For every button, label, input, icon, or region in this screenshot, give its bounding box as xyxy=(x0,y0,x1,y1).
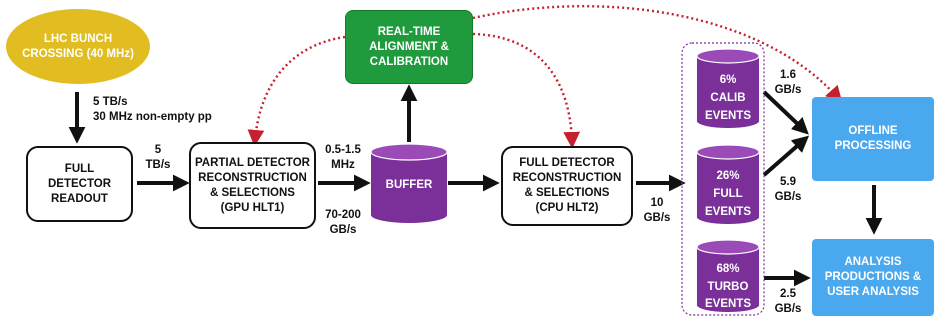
rate-turbo-stream: 2.5 GB/s xyxy=(774,288,802,315)
rate-hlt2-output: 10 GB/s xyxy=(643,197,671,224)
turbo-name: TURBO xyxy=(708,281,749,293)
stream-group-outline xyxy=(681,42,765,316)
dotted-arrow-alignment-to-hlt1 xyxy=(247,35,346,147)
rate-hlt1-frequency: 0.5-1.5 MHz xyxy=(325,144,361,171)
rate-hlt1-bandwidth: 70-200 GB/s xyxy=(325,209,361,236)
rate-readout-to-hlt1: 5 TB/s xyxy=(145,144,171,171)
full-cylinder: 26% FULL EVENTS xyxy=(696,144,760,224)
dotted-arrow-alignment-to-hlt2 xyxy=(472,32,581,149)
rate-calib-stream: 1.6 GB/s xyxy=(774,69,802,96)
rate-lhc-to-readout: 5 TB/s 30 MHz non-empty pp xyxy=(93,96,212,123)
calib-name: CALIB xyxy=(710,92,745,104)
analysis-productions-node: ANALYSIS PRODUCTIONS & USER ANALYSIS xyxy=(812,239,934,316)
full-detector-readout-node: FULL DETECTOR READOUT xyxy=(26,146,133,222)
hlt1-node: PARTIAL DETECTOR RECONSTRUCTION & SELECT… xyxy=(189,142,316,229)
full-events: EVENTS xyxy=(705,206,751,218)
lhc-bunch-crossing-node: LHC BUNCH CROSSING (40 MHz) xyxy=(6,9,150,84)
buffer-cylinder: BUFFER xyxy=(370,143,448,223)
realtime-alignment-node: REAL-TIME ALIGNMENT & CALIBRATION xyxy=(345,10,473,84)
calib-cylinder: 6% CALIB EVENTS xyxy=(696,48,760,128)
dotted-arrow-alignment-to-offline xyxy=(472,5,843,104)
arrow-full-to-offline xyxy=(762,135,810,177)
offline-processing-node: OFFLINE PROCESSING xyxy=(812,97,934,181)
arrow-calib-to-offline xyxy=(762,90,809,135)
turbo-pct: 68% xyxy=(716,263,739,275)
hlt2-node: FULL DETECTOR RECONSTRUCTION & SELECTION… xyxy=(501,146,633,226)
calib-pct: 6% xyxy=(720,74,737,86)
calib-events: EVENTS xyxy=(705,110,751,122)
full-name: FULL xyxy=(713,188,742,200)
turbo-cylinder: 68% TURBO EVENTS xyxy=(696,239,760,312)
turbo-events: EVENTS xyxy=(705,298,751,310)
rate-full-stream: 5.9 GB/s xyxy=(774,176,802,203)
full-pct: 26% xyxy=(716,170,739,182)
buffer-label: BUFFER xyxy=(386,179,433,191)
